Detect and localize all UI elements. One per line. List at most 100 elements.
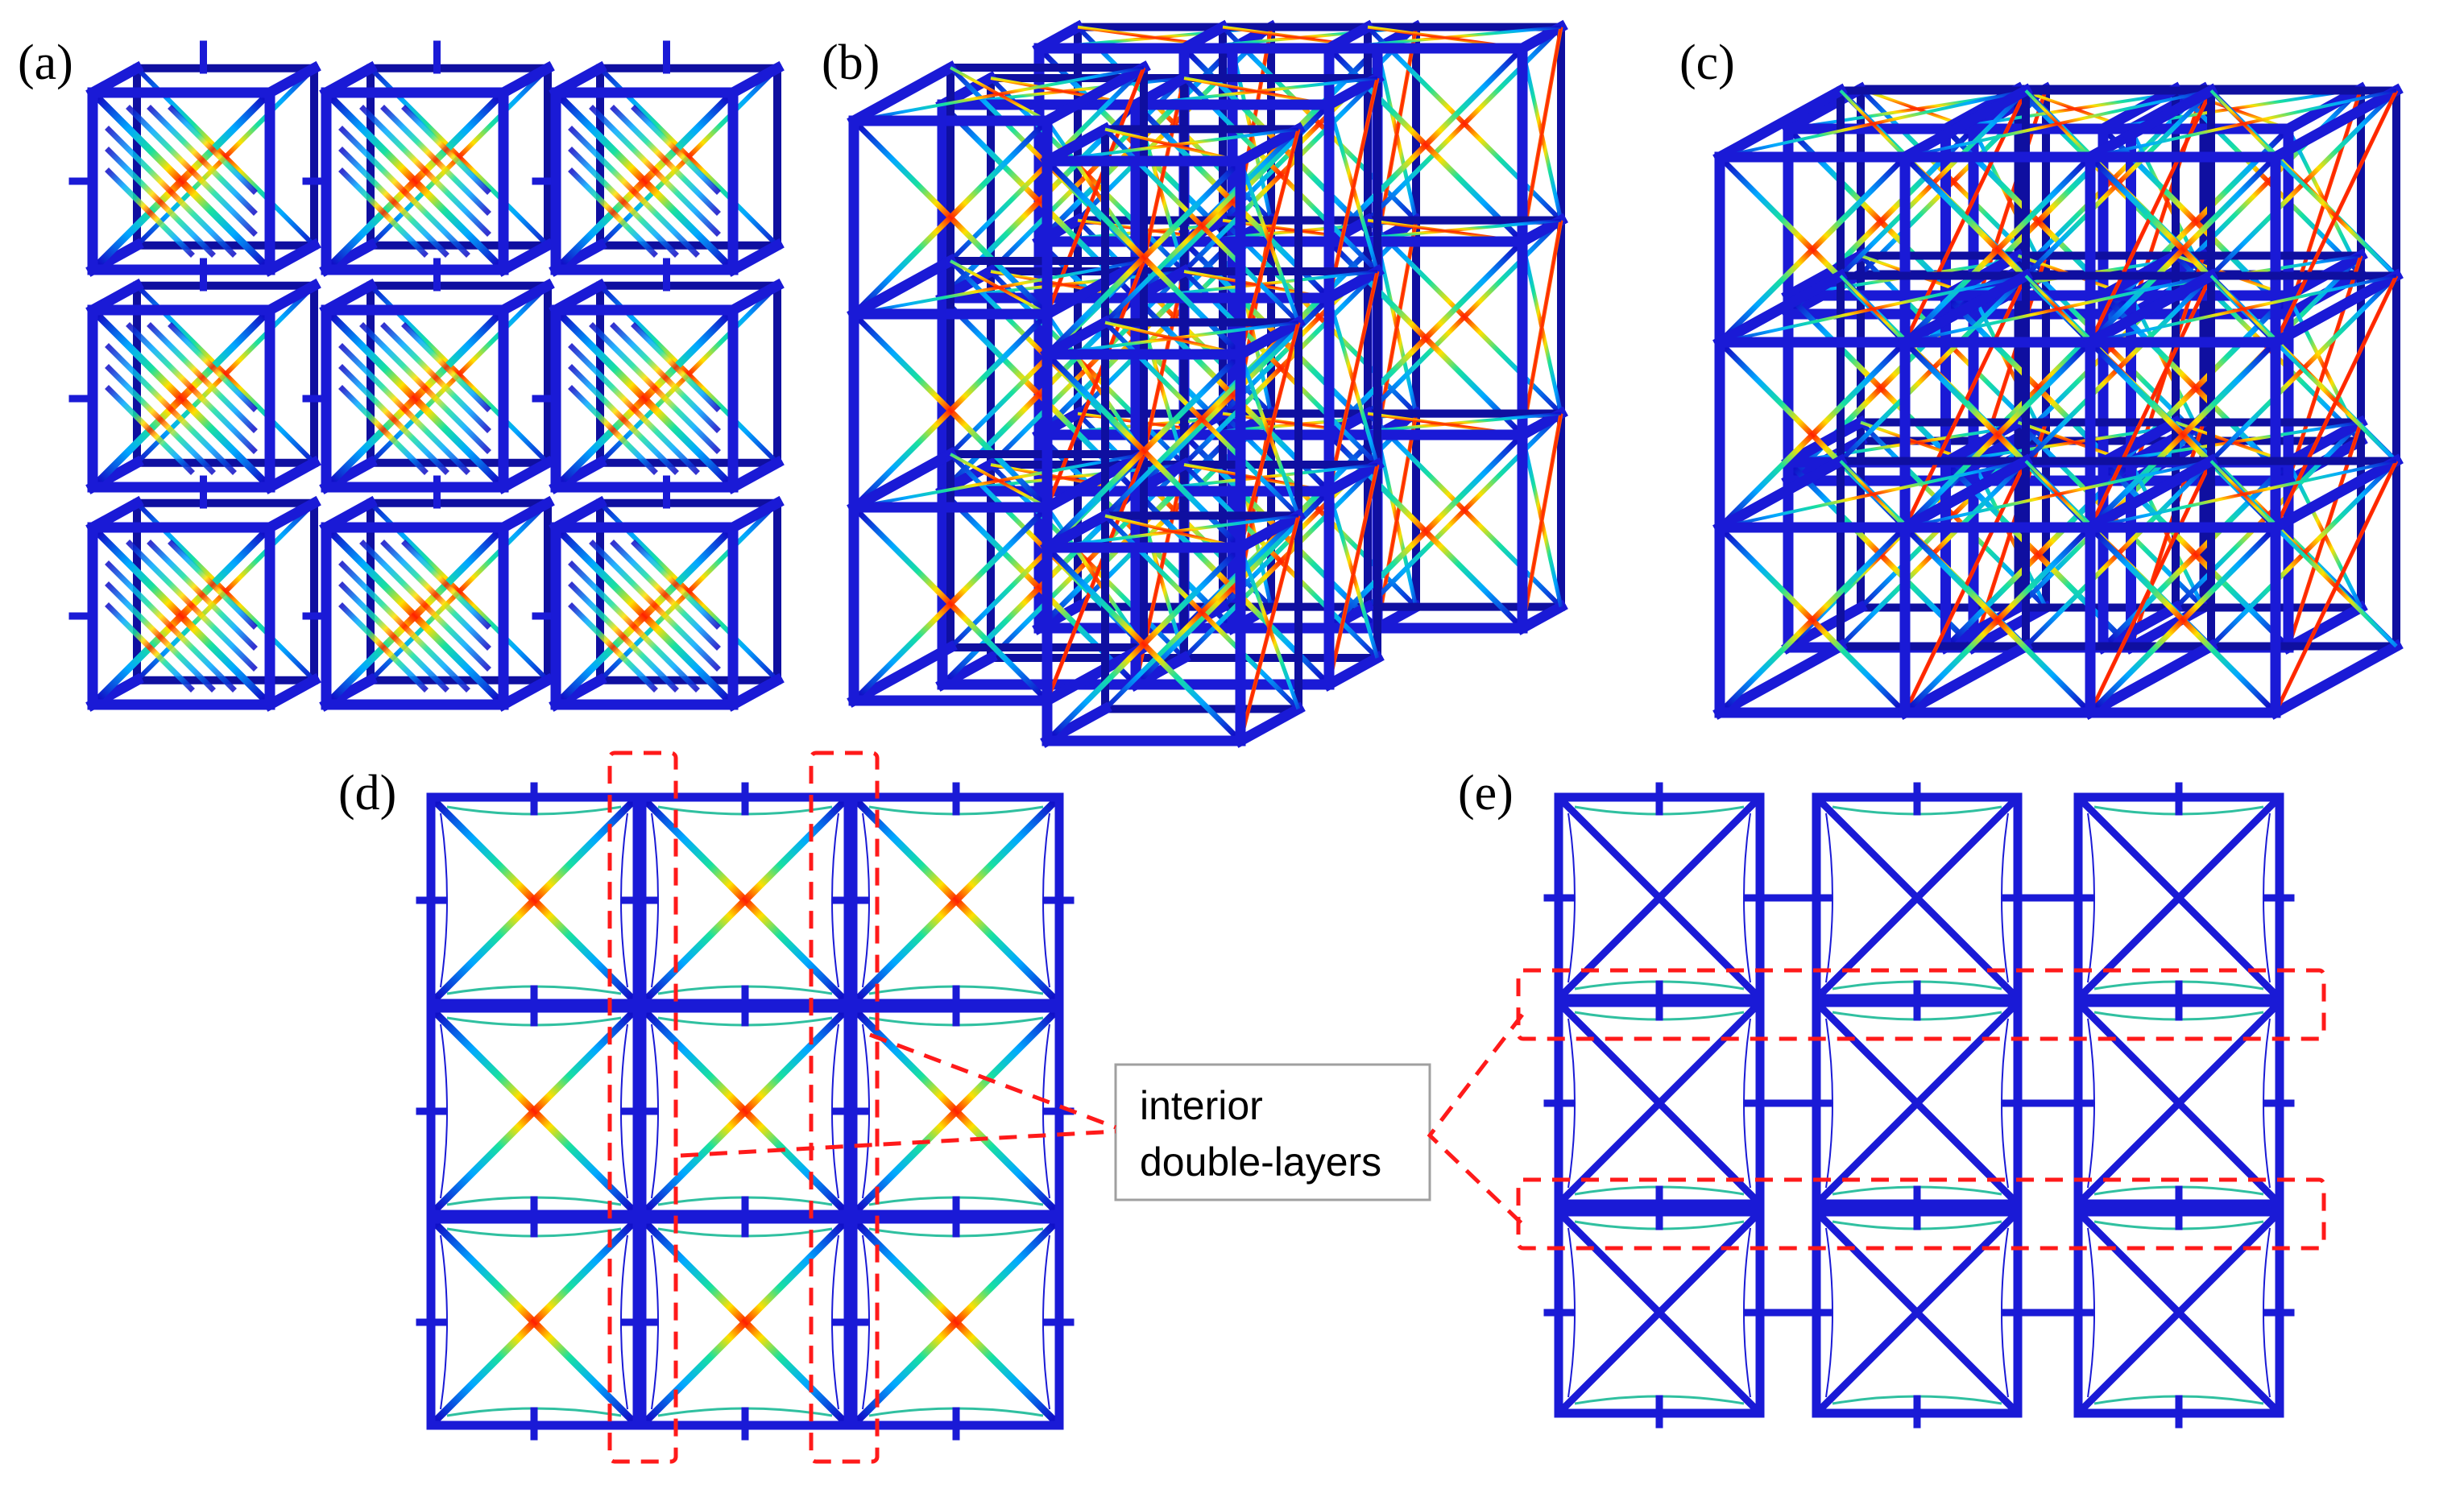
- diagonal-strut: [432, 1220, 636, 1425]
- diagonal-strut: [1327, 271, 1380, 492]
- diagonal-strut: [2273, 275, 2399, 529]
- diagonal-stripe: [568, 560, 700, 693]
- cube-edge: [2096, 81, 2183, 136]
- cube-edge: [1898, 83, 2033, 164]
- cube-edge: [263, 278, 321, 317]
- cube-edge: [726, 60, 785, 100]
- diagonal-strut: [853, 66, 1145, 122]
- diagonal-stripe: [610, 540, 721, 651]
- diagonal-strut: [1907, 530, 2088, 710]
- diagonal-stripe: [401, 540, 491, 630]
- diagonal-strut: [1046, 127, 1299, 163]
- lattice-cube: [68, 258, 321, 494]
- cube-edge: [1781, 415, 1868, 469]
- diagonal-strut: [1520, 27, 1563, 242]
- cube-edge: [2268, 453, 2404, 535]
- diagonal-strut: [2172, 85, 2365, 278]
- diagonal-strut: [1719, 89, 2027, 159]
- cube-edge: [263, 60, 321, 100]
- panel-label-a: (a): [18, 35, 73, 90]
- leader-line: [680, 1129, 1116, 1158]
- lattice-cube: [302, 40, 555, 277]
- diagonal-stripe: [338, 560, 470, 693]
- diagonal-strut: [366, 499, 552, 684]
- cube-edge: [2281, 81, 2368, 136]
- diagonal-strut: [854, 1220, 1058, 1425]
- diagonal-strut: [596, 64, 781, 249]
- lattice-cube: [68, 40, 321, 277]
- lattice-cell: [627, 782, 863, 1019]
- lattice-cell: [416, 1204, 652, 1441]
- diagonal-stripe: [105, 560, 237, 693]
- diagonal-strut: [2079, 1213, 2279, 1412]
- callout-text-line1: interior: [1140, 1083, 1263, 1128]
- lattice-cell: [416, 782, 652, 1019]
- cube-edge: [847, 640, 958, 708]
- diagonal-strut: [2079, 798, 2279, 998]
- diagonal-stripe: [568, 602, 658, 693]
- diagonal-strut: [987, 74, 1188, 275]
- diagonal-strut: [1948, 465, 2129, 645]
- lattice-cell: [2063, 782, 2295, 1014]
- diagonal-strut: [1327, 464, 1380, 685]
- diagonal-strut: [133, 282, 318, 466]
- diagonal-stripe: [380, 105, 491, 216]
- cube-edge: [1040, 60, 1151, 128]
- diagonal-strut: [1101, 126, 1302, 326]
- diagonal-stripe: [105, 167, 195, 258]
- diagonal-stripe: [147, 540, 258, 651]
- lattice-cell: [1801, 782, 2033, 1014]
- diagonal-strut: [1722, 345, 1903, 525]
- diagonal-strut: [1719, 274, 2027, 344]
- diagonal-strut: [557, 93, 732, 269]
- cube-edge: [1040, 315, 1112, 362]
- diagonal-strut: [1331, 437, 1520, 626]
- diagonal-strut: [1046, 320, 1299, 356]
- lattice-cell: [1801, 1197, 2033, 1429]
- diagonal-strut: [2089, 274, 2397, 344]
- cube-edge: [2083, 83, 2218, 164]
- cube-edge: [1712, 83, 1848, 164]
- diagonal-strut: [366, 64, 552, 249]
- diagonal-strut: [2093, 345, 2273, 525]
- lattice-cell: [2063, 1197, 2295, 1429]
- diagonal-strut: [366, 282, 552, 466]
- lattice-cell: [1543, 1197, 1775, 1429]
- diagonal-strut: [93, 528, 269, 704]
- diagonal-strut: [853, 259, 1145, 316]
- diagonal-strut: [1364, 217, 1565, 417]
- diagonal-stripe: [568, 385, 658, 475]
- cube-edge: [1898, 268, 2033, 349]
- lattice-cube: [532, 40, 785, 277]
- diagonal-strut: [1050, 550, 1238, 738]
- diagonal-strut: [93, 311, 269, 486]
- diagonal-stripe: [610, 322, 721, 433]
- diagonal-strut: [327, 93, 503, 269]
- lattice-cell: [838, 782, 1075, 1019]
- lattice-cell: [838, 1204, 1075, 1441]
- diagonal-stripe: [338, 167, 429, 258]
- cube-front-face: [2085, 522, 2281, 718]
- diagonal-strut: [133, 64, 318, 249]
- diagonal-strut: [327, 528, 503, 704]
- cube-edge: [2083, 453, 2218, 535]
- diagonal-stripe: [105, 343, 237, 475]
- panel-e-lattice-2d: [1516, 782, 2326, 1429]
- cube-edge: [1040, 254, 1151, 321]
- diagonal-stripe: [568, 167, 658, 258]
- diagonal-stripe: [105, 147, 216, 258]
- diagonal-stripe: [359, 540, 491, 672]
- diagonal-strut: [2273, 89, 2399, 344]
- lattice-cube: [68, 475, 321, 712]
- diagonal-strut: [432, 798, 636, 1003]
- diagonal-stripe: [338, 602, 429, 693]
- cube-front-face: [2098, 290, 2294, 486]
- cube-edge: [2268, 268, 2404, 349]
- diagonal-strut: [1520, 413, 1563, 629]
- diagonal-strut: [1101, 512, 1302, 713]
- diagonal-stripe: [105, 126, 237, 258]
- diagonal-strut: [854, 798, 1058, 1003]
- diagonal-strut: [2093, 530, 2273, 710]
- panel-b-lattice-3d: [847, 19, 1568, 748]
- diagonal-strut: [987, 267, 1188, 469]
